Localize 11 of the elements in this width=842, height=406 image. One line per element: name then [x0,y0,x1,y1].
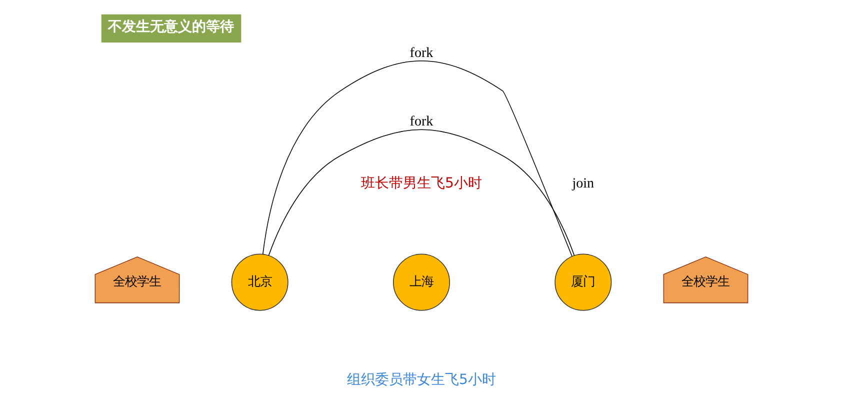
diagram-title: 不发生无意义的等待 [108,19,234,36]
edge-label: fork [409,44,433,61]
label: join [572,175,594,192]
connector [262,60,572,257]
edge-label: fork [409,114,433,130]
node-circle: 厦门 [554,254,612,311]
node-circle: 上海 [392,254,450,311]
connector [268,129,574,256]
node-circle: 北京 [230,254,288,311]
label: 组织委员带女生飞5小时 [346,372,496,388]
label: 班长带男生飞5小时 [360,175,482,192]
